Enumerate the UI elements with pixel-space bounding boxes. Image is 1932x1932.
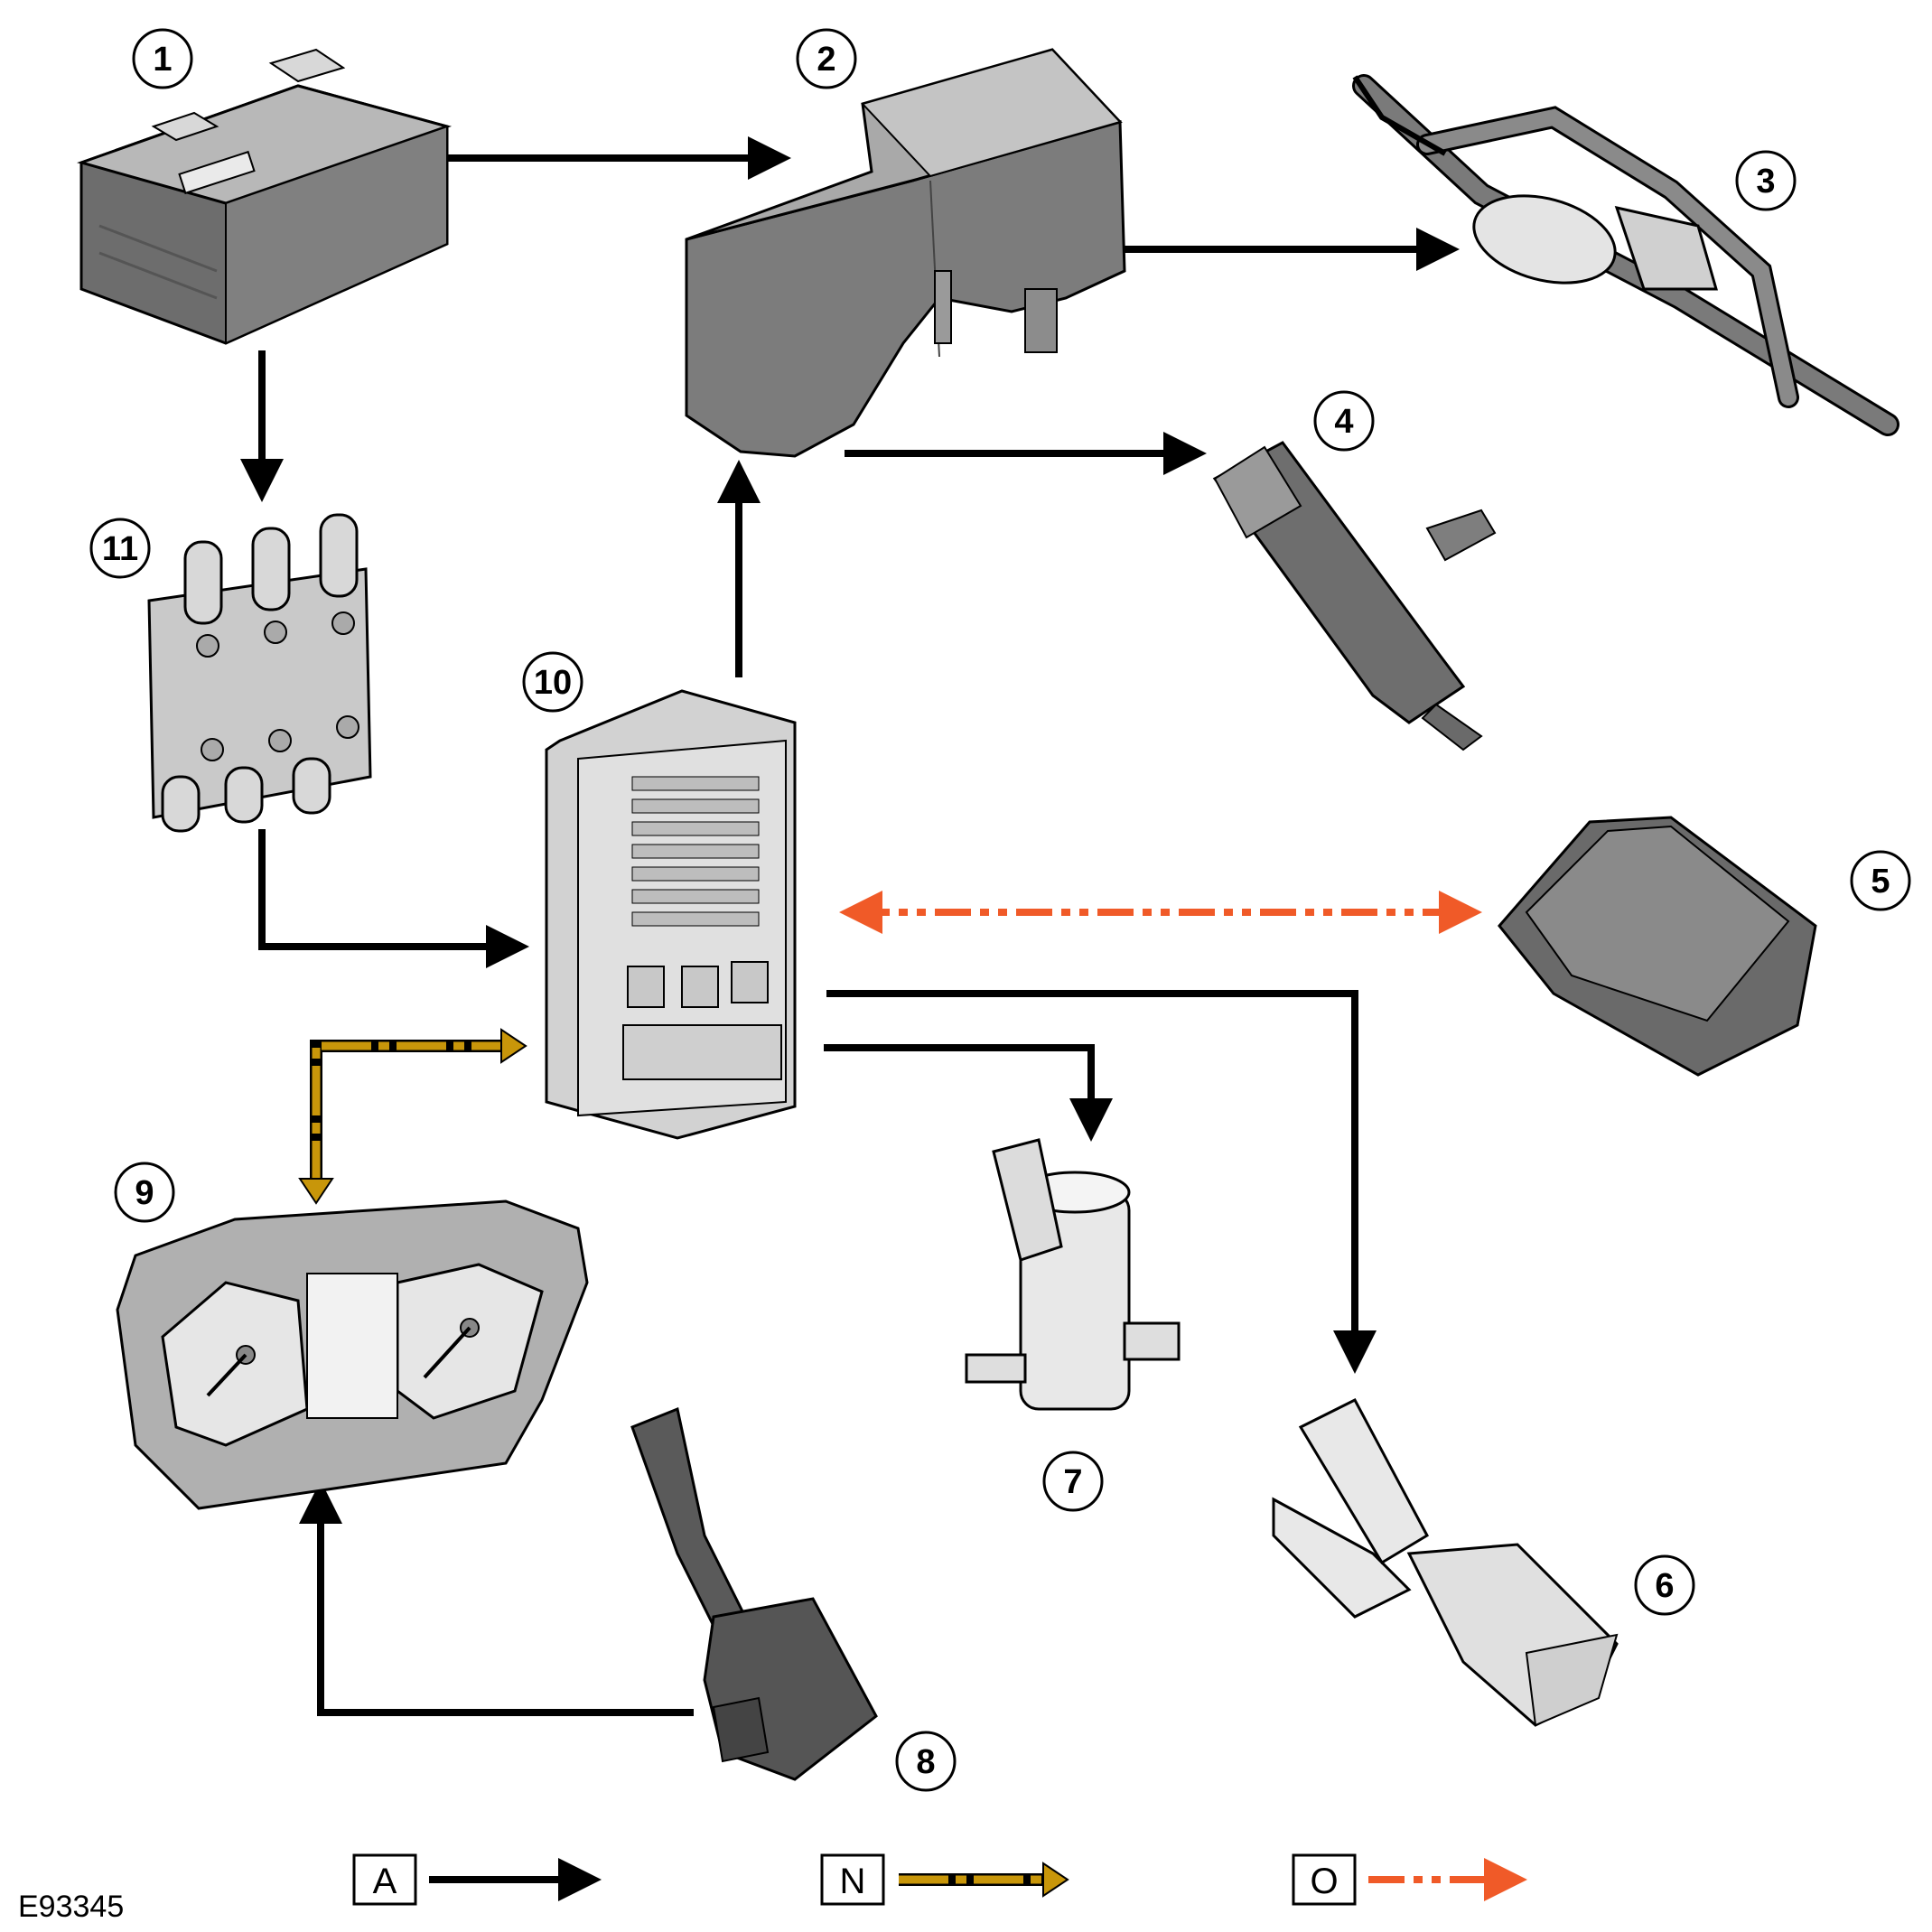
svg-text:O: O <box>1310 1862 1338 1901</box>
callout-2: 2 <box>796 28 857 89</box>
wiper-linkage-illustration <box>1352 74 1899 436</box>
callout-11: 11 <box>89 518 151 579</box>
legend-item-n: N <box>820 1853 1069 1906</box>
link-11-to-10 <box>258 829 529 968</box>
fuse-rows <box>631 776 760 927</box>
callout-5: 5 <box>1850 850 1911 911</box>
callouts: 1 2 3 4 5 6 7 8 9 10 11 <box>89 28 1911 1792</box>
washer-pump-illustration <box>1212 441 1497 751</box>
wiper-stalk-switch-illustration <box>630 1406 878 1781</box>
svg-text:10: 10 <box>534 664 572 702</box>
svg-text:11: 11 <box>102 530 138 568</box>
fluid-level-switch-illustration <box>1272 1398 1619 1727</box>
svg-text:A: A <box>373 1862 397 1901</box>
svg-text:2: 2 <box>817 41 835 79</box>
callout-10: 10 <box>522 651 583 713</box>
callout-6: 6 <box>1634 1554 1695 1616</box>
svg-text:N: N <box>840 1862 866 1901</box>
link-8-to-9 <box>299 1480 694 1716</box>
callout-7: 7 <box>1042 1451 1104 1512</box>
link-10-to-6 <box>826 990 1377 1374</box>
callout-4: 4 <box>1313 390 1375 452</box>
figure-id: E93345 <box>18 1890 124 1924</box>
callout-8: 8 <box>895 1731 957 1792</box>
legend-item-a: A <box>352 1853 602 1906</box>
svg-text:5: 5 <box>1871 863 1890 901</box>
svg-text:8: 8 <box>916 1743 935 1781</box>
link-9-to-10 <box>298 1028 527 1205</box>
svg-text:1: 1 <box>153 41 172 79</box>
callout-3: 3 <box>1735 150 1797 211</box>
legend-item-o: O <box>1292 1853 1527 1906</box>
callout-9: 9 <box>114 1162 175 1223</box>
svg-text:4: 4 <box>1334 403 1353 441</box>
link-10-to-7 <box>824 1044 1113 1142</box>
connection-lines <box>240 136 1482 1716</box>
instrument-cluster-illustration <box>116 1199 589 1510</box>
svg-text:3: 3 <box>1756 163 1775 201</box>
rear-washer-pump-illustration <box>965 1138 1181 1411</box>
engine-junction-box-illustration <box>685 48 1126 458</box>
legend: A N O <box>352 1853 1527 1906</box>
svg-text:6: 6 <box>1655 1567 1674 1605</box>
rain-sensor-illustration <box>1498 816 1817 1077</box>
svg-text:7: 7 <box>1063 1463 1082 1501</box>
battery-illustration <box>77 48 453 345</box>
megafuse-holder-illustration <box>147 513 372 833</box>
central-junction-box-illustration <box>545 689 797 1140</box>
callout-1: 1 <box>132 28 193 89</box>
svg-text:9: 9 <box>135 1174 154 1212</box>
